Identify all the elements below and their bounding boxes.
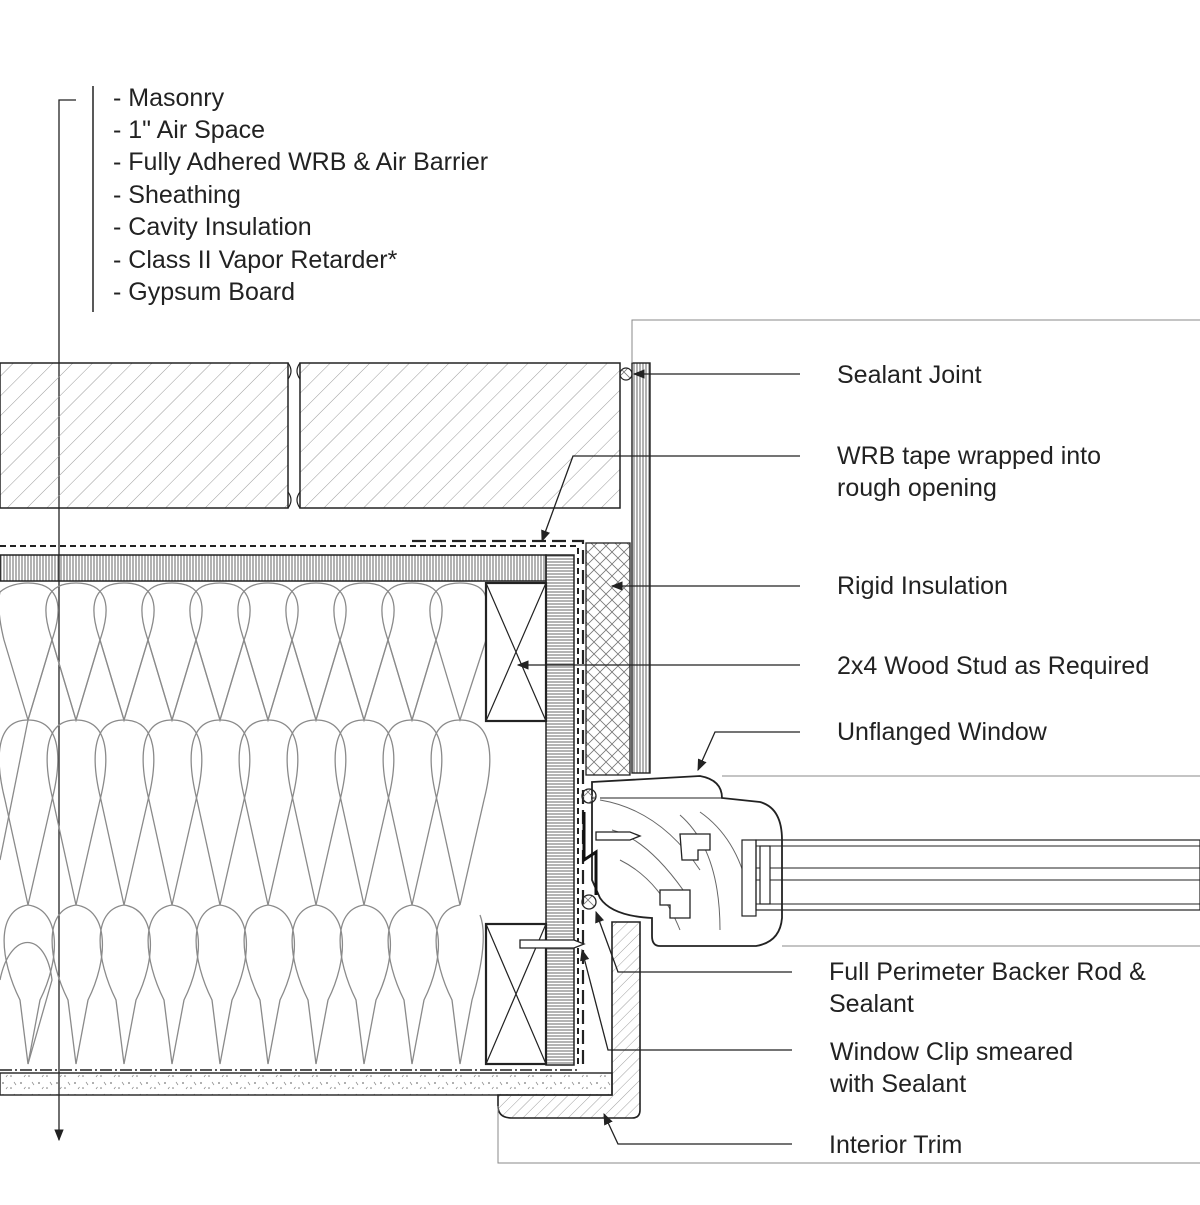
batt-row-top xyxy=(0,582,59,723)
glazing-stop xyxy=(741,839,757,917)
batt-row-bottom xyxy=(0,941,53,1065)
label-rigid-insulation: Rigid Insulation xyxy=(837,572,1008,600)
callout-frame-top xyxy=(631,319,1200,363)
leader-backer-rod xyxy=(595,910,792,973)
leader-wrb-tape xyxy=(541,455,800,543)
label-wood-stud: 2x4 Wood Stud as Required xyxy=(837,652,1149,680)
interior-trim-casing xyxy=(497,921,641,1119)
label-unflanged-window: Unflanged Window xyxy=(837,718,1048,746)
weatherstrip-lower xyxy=(659,889,691,919)
label-window-clip-line2: with Sealant xyxy=(829,1070,966,1098)
callout-frame-bottom xyxy=(497,1106,1200,1164)
layer-vapor-retarder: - Class II Vapor Retarder* xyxy=(113,246,398,274)
layer-cavity-insulation: - Cavity Insulation xyxy=(113,213,312,241)
masonry-veneer xyxy=(0,362,621,509)
mortar-joint xyxy=(287,362,301,509)
gypsum-board xyxy=(0,1072,613,1096)
glass-unit-outline xyxy=(755,839,1200,911)
label-backer-rod-line1: Full Perimeter Backer Rod & xyxy=(829,958,1146,986)
sheathing-head xyxy=(0,554,547,582)
rigid-insulation-board xyxy=(585,542,631,776)
layer-wrb-air-barrier: - Fully Adhered WRB & Air Barrier xyxy=(113,148,488,176)
label-window-clip-line1: Window Clip smeared xyxy=(830,1038,1073,1066)
label-backer-rod-line2: Sealant xyxy=(829,990,914,1018)
leader-unflanged-window xyxy=(697,731,800,772)
leader-interior-trim xyxy=(603,1112,792,1145)
insulated-glass-unit xyxy=(755,839,1200,911)
label-wrb-tape-line1: WRB tape wrapped into xyxy=(837,442,1101,470)
label-sealant-joint: Sealant Joint xyxy=(837,361,982,389)
layer-gypsum-board: - Gypsum Board xyxy=(113,278,295,306)
backer-rod-upper xyxy=(581,788,597,804)
exterior-trim-strip xyxy=(631,362,651,774)
clip-screw-stud xyxy=(519,939,586,949)
weatherstrip-upper xyxy=(679,833,711,861)
masonry-unit-left xyxy=(0,362,289,509)
clip-screw-frame xyxy=(595,831,642,841)
frame-wood-grain xyxy=(599,799,751,931)
backer-rod-lower xyxy=(581,894,597,910)
wrb-tape-line xyxy=(412,539,585,1070)
layer-sheathing: - Sheathing xyxy=(113,181,241,209)
window-frame-profile xyxy=(591,775,783,947)
layer-air-space: - 1" Air Space xyxy=(113,116,265,144)
cavity-insulation-batt xyxy=(0,582,491,1065)
label-interior-trim: Interior Trim xyxy=(829,1131,962,1159)
glass-spacer xyxy=(759,845,771,905)
sheathing-jamb xyxy=(545,554,575,1066)
wrb-air-barrier-line xyxy=(0,545,579,1066)
window-clip xyxy=(582,812,598,895)
wood-stud-upper xyxy=(484,581,548,723)
layer-masonry: - Masonry xyxy=(113,84,225,112)
leader-window-clip xyxy=(580,948,792,1051)
stud-x-upper xyxy=(485,582,547,722)
window-frame xyxy=(591,775,783,947)
label-wrb-tape-line2: rough opening xyxy=(837,474,997,502)
batt-row-middle xyxy=(0,637,487,861)
callout-labels: Sealant Joint WRB tape wrapped into roug… xyxy=(829,361,1149,1159)
section-dimension-line xyxy=(54,99,76,1142)
callout-leaders xyxy=(516,369,800,1145)
wall-layer-list: - Masonry - 1" Air Space - Fully Adhered… xyxy=(54,84,488,1142)
masonry-unit-right xyxy=(299,362,621,509)
sealant-joint-bead xyxy=(619,367,633,381)
